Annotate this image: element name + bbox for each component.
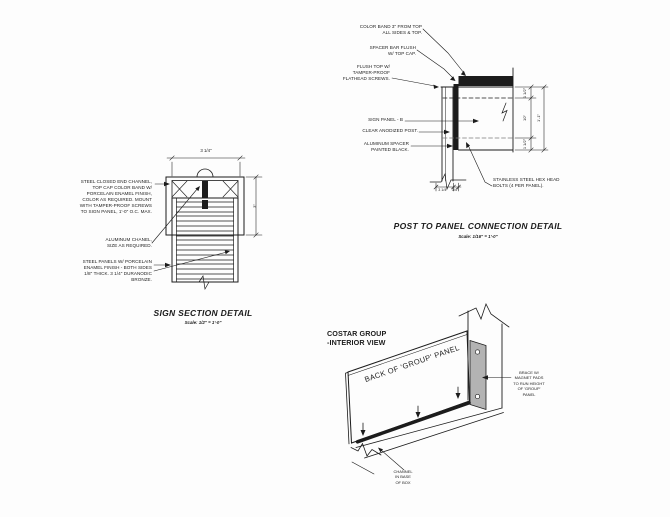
callout-aluminum-chanel: ALUMINUM CHANEL, SIZE AS REQUIRED. bbox=[105, 237, 152, 248]
cap-arc bbox=[196, 168, 214, 178]
post-detail-title: POST TO PANEL CONNECTION DETAIL bbox=[393, 221, 563, 231]
base-box-lines bbox=[355, 407, 504, 459]
callout-spacer-bar: SPACER BAR FLUSH W/ TOP CAP. bbox=[369, 45, 416, 56]
dim-post-width: 3 1/4" bbox=[438, 188, 448, 192]
magnet-pad-bottom bbox=[474, 393, 481, 400]
base-channel-strip bbox=[355, 401, 471, 444]
callout-color-band: COLOR BAND 3" FROM TOP ALL SIDES & TOP. bbox=[359, 24, 422, 35]
post-right-dims bbox=[514, 84, 549, 153]
wall-lines bbox=[467, 310, 503, 409]
base-left-break bbox=[350, 442, 382, 457]
dim-overall: 1'-1" bbox=[536, 114, 541, 122]
center-bar bbox=[202, 181, 208, 198]
magnet-pad-top bbox=[474, 349, 481, 355]
wall-top-break bbox=[458, 302, 510, 328]
sign-panel-outline bbox=[458, 67, 514, 153]
callout-anodized-post: CLEAR ANODIZED POST. bbox=[362, 128, 418, 133]
iso-view-drawing bbox=[345, 302, 512, 475]
sign-detail-title: SIGN SECTION DETAIL bbox=[153, 308, 253, 318]
aluminum-spacer-bar bbox=[453, 84, 459, 150]
dim-seg-bot: 1 1/2" bbox=[522, 138, 527, 150]
post-detail-scale: Scale: 1/16" = 1'-0" bbox=[458, 234, 498, 239]
sign-arrowheads bbox=[164, 181, 230, 268]
down-arrows bbox=[360, 386, 461, 436]
dim-panel-width: 3 1/4" bbox=[200, 148, 212, 153]
callout-steel-panels: STEEL PANELS W/ PORCELAIN ENAMEL FINISH … bbox=[82, 259, 152, 282]
callout-brace: BRACE W/ MAGNET PADS TO RUN HEIGHT OF 'G… bbox=[513, 370, 545, 397]
callout-hex-bolts: STAINLESS STEEL HEX HEAD BOLTS (4 PER PA… bbox=[493, 177, 560, 188]
callout-steel-channel: STEEL CLOSED END CHANNEL, TOP CAP COLOR … bbox=[79, 179, 152, 214]
panel-body bbox=[171, 197, 239, 283]
callout-base-channel: CHANNEL IN BASE OF BOX bbox=[393, 469, 413, 485]
magnet-brace bbox=[469, 339, 487, 411]
iso-heading: COSTAR GROUP -INTERIOR VIEW bbox=[327, 329, 387, 347]
dim-cap-height: 3" bbox=[252, 204, 257, 208]
post-bottom-break bbox=[429, 172, 467, 191]
post-detail-drawing bbox=[391, 28, 549, 192]
group-panel-face bbox=[347, 330, 471, 444]
post-arrowheads bbox=[433, 70, 479, 149]
top-cap-outer bbox=[165, 176, 245, 236]
dim-spacer-width: 3/4" bbox=[451, 188, 459, 192]
post-leaders bbox=[391, 28, 493, 187]
dim-seg-mid: 10" bbox=[522, 115, 527, 121]
iso-leaders bbox=[380, 377, 512, 471]
callout-flush-top: FLUSH TOP W/ TAMPER-PROOF FLATHEAD SCREW… bbox=[342, 64, 390, 81]
color-band bbox=[458, 76, 513, 86]
iso-arrowheads bbox=[378, 375, 488, 453]
break-mark bbox=[501, 102, 508, 122]
sign-leaders bbox=[151, 183, 228, 272]
sign-detail-scale: Scale: 1/2" = 1'-0" bbox=[184, 320, 222, 325]
sign-detail-drawing bbox=[151, 155, 263, 291]
callout-sign-panel: SIGN PANEL - B bbox=[368, 117, 403, 122]
dim-seg-top: 1 1/2" bbox=[522, 87, 527, 98]
panel-bottom-break bbox=[198, 275, 210, 291]
callout-aluminum-spacer: ALUMINUM SPACER PAINTED BLACK. bbox=[363, 141, 409, 152]
panel-louvers bbox=[176, 201, 234, 280]
